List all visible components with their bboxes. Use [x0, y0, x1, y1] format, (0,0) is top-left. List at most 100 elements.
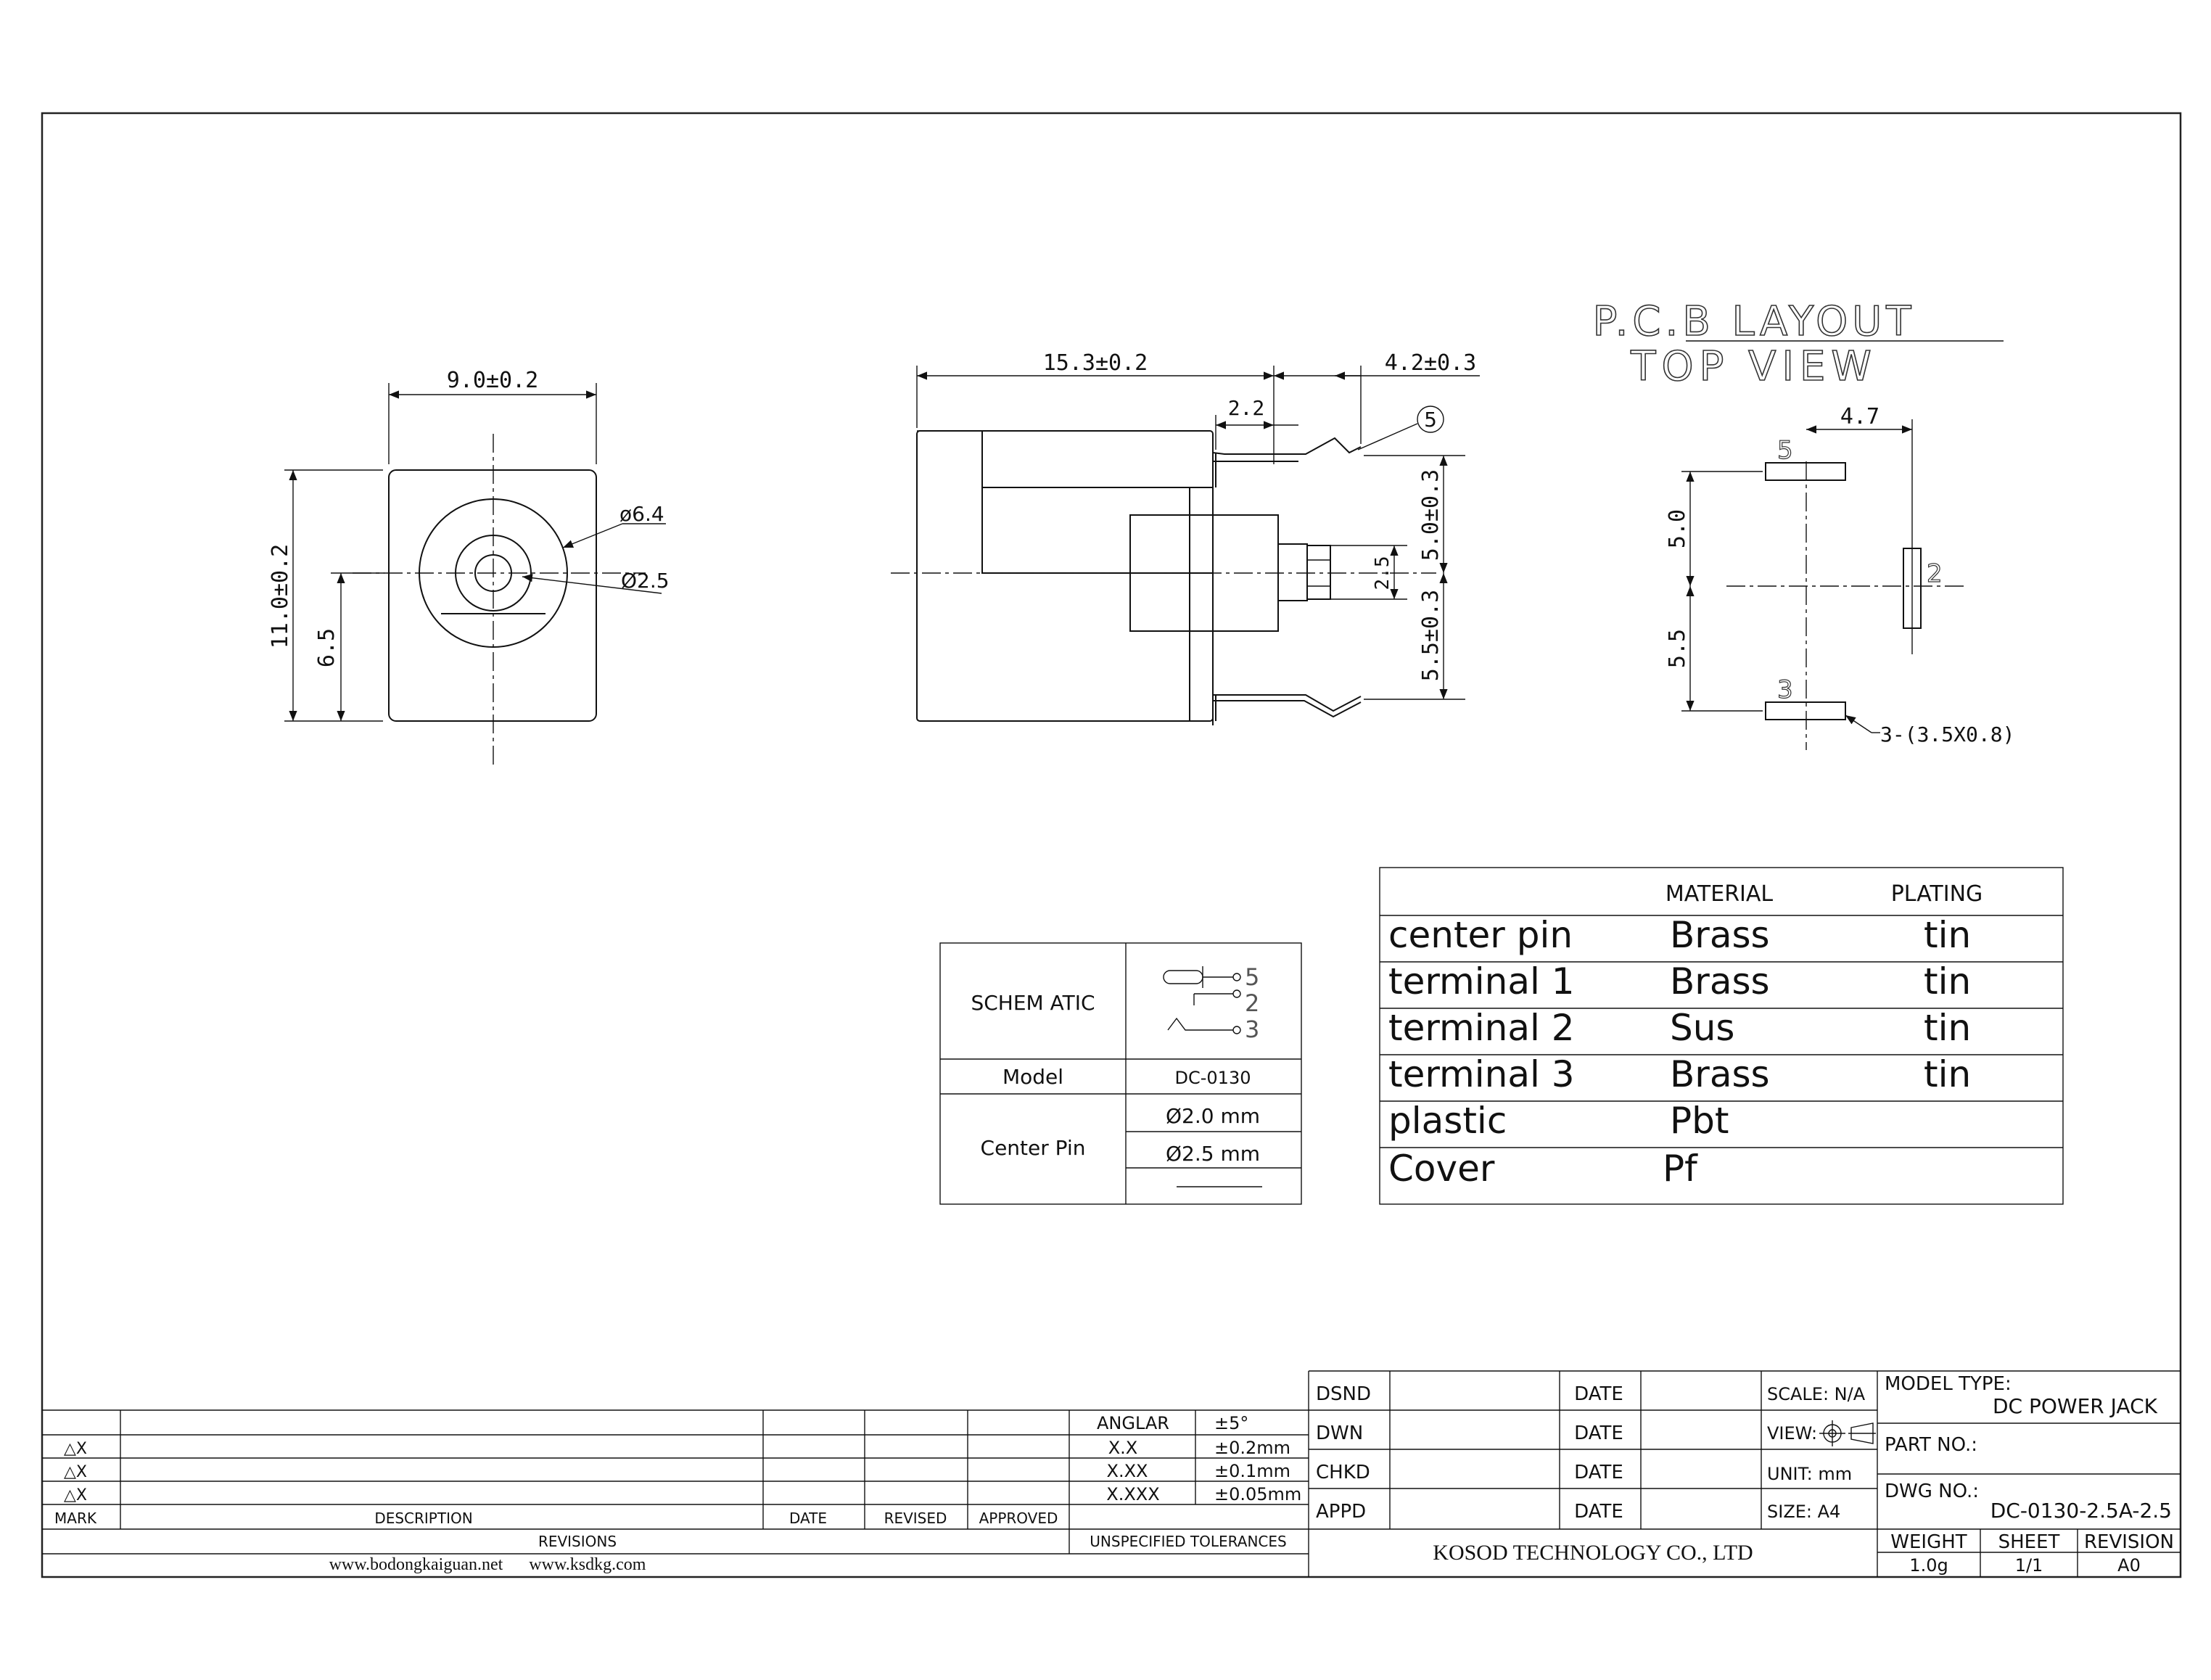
weight-label: WEIGHT: [1890, 1531, 1967, 1553]
front-width-dim: 9.0±0.2: [447, 368, 538, 393]
weight-value: 1.0g: [1909, 1555, 1948, 1576]
revision-mark-2: △X: [64, 1463, 87, 1481]
part-terminal-2: terminal 2: [1388, 1007, 1575, 1049]
schematic-pin-5: 5: [1245, 963, 1259, 991]
revisions-label: REVISIONS: [538, 1533, 617, 1550]
company-name: KOSOD TECHNOLOGY CO., LTD: [1433, 1541, 1753, 1565]
front-view: 9.0±0.2 11.0±0.2 6.5 ø6.4 Ø2.5: [268, 368, 670, 767]
sheet-frame: [41, 112, 2182, 1578]
model-type-value: DC POWER JACK: [1993, 1394, 2158, 1418]
pad-note: 3-(3.5X0.8): [1880, 722, 2014, 746]
offset-dim: 2.2: [1228, 396, 1265, 420]
revision-mark-3: △X: [64, 1486, 87, 1504]
scale-field: SCALE: N/A: [1767, 1384, 1866, 1404]
part-terminal-1: terminal 1: [1388, 960, 1575, 1002]
plating-terminal-3: tin: [1924, 1053, 1971, 1095]
pin3-dim: 5.5±0.3: [1418, 590, 1444, 681]
tol-xxx-label: X.XX: [1107, 1461, 1148, 1481]
pin5-dim: 5.0±0.3: [1418, 469, 1444, 561]
part-center-pin: center pin: [1388, 914, 1573, 956]
plating-center-pin: tin: [1924, 914, 1971, 956]
tolerances-label: UNSPECIFIED TOLERANCES: [1090, 1533, 1286, 1550]
revision-value: A0: [2117, 1555, 2141, 1576]
description-column: DESCRIPTION: [374, 1510, 472, 1527]
pcb-title: P.C.B LAYOUT: [1593, 298, 1916, 345]
material-terminal-1: Brass: [1670, 960, 1770, 1002]
front-height-dim: 11.0±0.2: [268, 544, 293, 649]
center-pin-option-1: Ø2.0 mm: [1166, 1104, 1260, 1128]
model-label: Model: [1002, 1065, 1063, 1089]
center-dim: 2.5: [1372, 556, 1393, 590]
material-cover: Pf: [1663, 1148, 1698, 1190]
pcb-dim-upper: 5.0: [1665, 509, 1690, 548]
revised-column: REVISED: [884, 1510, 947, 1527]
side-length-dim: 15.3±0.2: [1043, 350, 1148, 376]
center-pin-option-2: Ø2.5 mm: [1166, 1142, 1260, 1166]
pcb-dim-x: 4.7: [1840, 404, 1879, 429]
view-field: VIEW:: [1767, 1423, 1817, 1444]
approved-column: APPROVED: [979, 1510, 1058, 1527]
plating-terminal-1: tin: [1924, 960, 1971, 1002]
material-terminal-2: Sus: [1670, 1007, 1734, 1049]
dwg-no-label: DWG NO.:: [1885, 1481, 1979, 1502]
dsnd-date-label: DATE: [1574, 1383, 1623, 1405]
side-view: 15.3±0.2 4.2±0.3 2.2 5 5.0±0.3 5.5±0.3 2…: [891, 350, 1480, 725]
terminal-5: [1212, 437, 1362, 455]
plating-terminal-2: tin: [1924, 1007, 1971, 1049]
chkd-date-label: DATE: [1574, 1462, 1623, 1483]
pcb-layout: P.C.B LAYOUT TOP VIEW 5 2 3 4.7 5.0 5.5 …: [1592, 297, 2014, 750]
projection-symbol-icon: [1819, 1420, 1876, 1446]
pad-2-label: 2: [1927, 559, 1943, 588]
revision-label: REVISION: [2084, 1531, 2174, 1553]
pad-3-label: 3: [1777, 675, 1793, 704]
material-center-pin: Brass: [1670, 914, 1770, 956]
plating-header: PLATING: [1891, 881, 1983, 907]
dwg-no-value: DC-0130-2.5A-2.5: [1990, 1499, 2172, 1523]
part-terminal-3: terminal 3: [1388, 1053, 1575, 1095]
tol-xx-label: X.X: [1108, 1438, 1138, 1458]
appd-date-label: DATE: [1574, 1501, 1623, 1523]
jack-symbol: [1163, 966, 1241, 1034]
material-plastic: Pbt: [1670, 1100, 1729, 1142]
model-type-label: MODEL TYPE:: [1885, 1373, 2012, 1395]
center-height-dim: 6.5: [314, 628, 339, 667]
part-no-label: PART NO.:: [1885, 1434, 1977, 1456]
pad-3: [1765, 701, 1846, 720]
side-view-body: [916, 430, 1214, 722]
callout-5: [1417, 405, 1444, 433]
mark-column: MARK: [54, 1510, 97, 1527]
material-header: MATERIAL: [1666, 881, 1774, 907]
title-block: △X △X △X MARK DESCRIPTION DATE REVISED A…: [42, 1370, 2181, 1577]
pcb-dim-lower: 5.5: [1665, 629, 1690, 668]
signoff-chkd: CHKD: [1316, 1462, 1370, 1483]
tol-xxxx-label: X.XXX: [1106, 1484, 1159, 1504]
material-terminal-3: Brass: [1670, 1053, 1770, 1095]
callout-5-label: 5: [1424, 408, 1437, 432]
signoff-dwn: DWN: [1316, 1422, 1363, 1444]
schematic-pin-3: 3: [1245, 1016, 1259, 1043]
signoff-dsnd: DSND: [1316, 1383, 1371, 1405]
tol-xxxx-value: ±0.05mm: [1214, 1484, 1301, 1504]
unit-field: UNIT: mm: [1767, 1464, 1852, 1484]
schematic-pin-2: 2: [1245, 989, 1259, 1017]
pcb-subtitle: TOP VIEW: [1630, 343, 1877, 390]
pin-length-dim: 4.2±0.3: [1385, 350, 1476, 376]
revision-mark-1: △X: [64, 1440, 87, 1458]
pad-5-label: 5: [1777, 436, 1793, 465]
date-column: DATE: [789, 1510, 827, 1527]
inner-dia-label: Ø2.5: [621, 569, 670, 593]
material-table: MATERIAL PLATING center pin Brass tin te…: [1379, 867, 2064, 1205]
sheet-value: 1/1: [2015, 1555, 2043, 1576]
signoff-appd: APPD: [1316, 1501, 1366, 1523]
dwn-date-label: DATE: [1574, 1422, 1623, 1444]
front-view-body: [388, 469, 597, 722]
part-cover: Cover: [1388, 1148, 1495, 1190]
tol-xx-value: ±0.2mm: [1214, 1438, 1290, 1458]
tol-xxx-value: ±0.1mm: [1214, 1461, 1290, 1481]
schematic-label: SCHEM ATIC: [971, 991, 1095, 1015]
center-pin-tip: [1306, 545, 1331, 600]
pad-5: [1765, 462, 1846, 481]
size-field: SIZE: A4: [1767, 1502, 1840, 1522]
part-plastic: plastic: [1388, 1100, 1507, 1142]
